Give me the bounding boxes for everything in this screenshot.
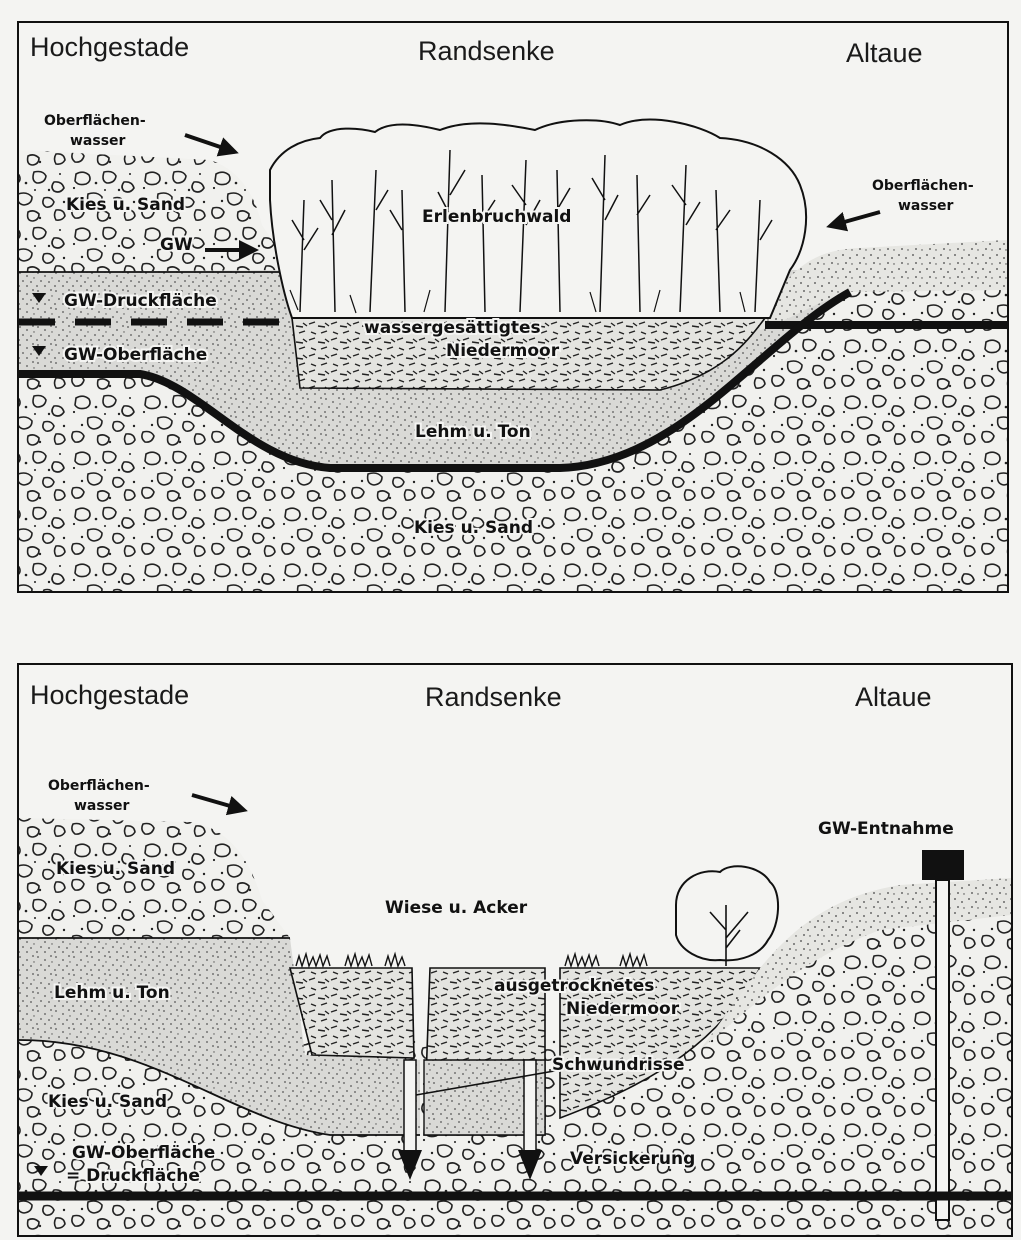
- top-surface-water-left-line2: wasser: [70, 133, 126, 149]
- bottom-panel: Hochgestade Randsenke Altaue Oberflächen…: [18, 664, 1012, 1236]
- top-forest-label: Erlenbruchwald: [422, 207, 571, 227]
- top-heading-randsenke: Randsenke: [418, 36, 555, 66]
- bottom-surface-water-line1: Oberflächen-: [48, 778, 150, 794]
- top-clay-label: Lehm u. Ton: [415, 422, 531, 442]
- top-peat-label-line2: Niedermoor: [446, 341, 560, 361]
- bottom-surface-water-line2: wasser: [74, 798, 130, 814]
- bottom-gw-surface-label-line1: GW-Oberfläche: [72, 1143, 215, 1163]
- bottom-heading-altaue: Altaue: [855, 682, 932, 712]
- top-peat-label-line1: wassergesättigtes: [364, 318, 541, 338]
- bottom-peat-block-left: [290, 968, 414, 1058]
- top-surface-water-right-line1: Oberflächen-: [872, 178, 974, 194]
- top-surface-water-left-line1: Oberflächen-: [44, 113, 146, 129]
- meadow-label: Wiese u. Acker: [385, 898, 528, 918]
- top-gw-pressure-label: GW-Druckfläche: [64, 291, 217, 311]
- bottom-gravel-upper-label: Kies u. Sand: [56, 859, 175, 879]
- top-heading-altaue: Altaue: [846, 38, 923, 68]
- bottom-peat-label-line2: Niedermoor: [566, 999, 680, 1019]
- shrinkage-cracks-label: Schwundrisse: [552, 1055, 684, 1075]
- bottom-clay-label: Lehm u. Ton: [54, 983, 170, 1003]
- top-panel: Hochgestade Randsenke Altaue Oberflächen…: [18, 22, 1008, 592]
- infiltration-label: Versickerung: [570, 1149, 695, 1169]
- top-heading-hochgestade: Hochgestade: [30, 32, 189, 62]
- top-gravel-upper-label: Kies u. Sand: [66, 195, 185, 215]
- bottom-heading-hochgestade: Hochgestade: [30, 680, 189, 710]
- bottom-heading-randsenke: Randsenke: [425, 682, 562, 712]
- bottom-gravel-lower-label: Kies u. Sand: [48, 1092, 167, 1112]
- top-gw-surface-label: GW-Oberfläche: [64, 345, 207, 365]
- gw-extraction-label: GW-Entnahme: [818, 819, 954, 839]
- top-surface-water-right-line2: wasser: [898, 198, 954, 214]
- bottom-peat-label-line1: ausgetrocknetes: [494, 976, 654, 996]
- bottom-gw-surface-label-line2: = Druckfläche: [66, 1166, 200, 1186]
- top-gw-label: GW: [160, 235, 193, 255]
- top-gravel-lower-label: Kies u. Sand: [414, 518, 533, 538]
